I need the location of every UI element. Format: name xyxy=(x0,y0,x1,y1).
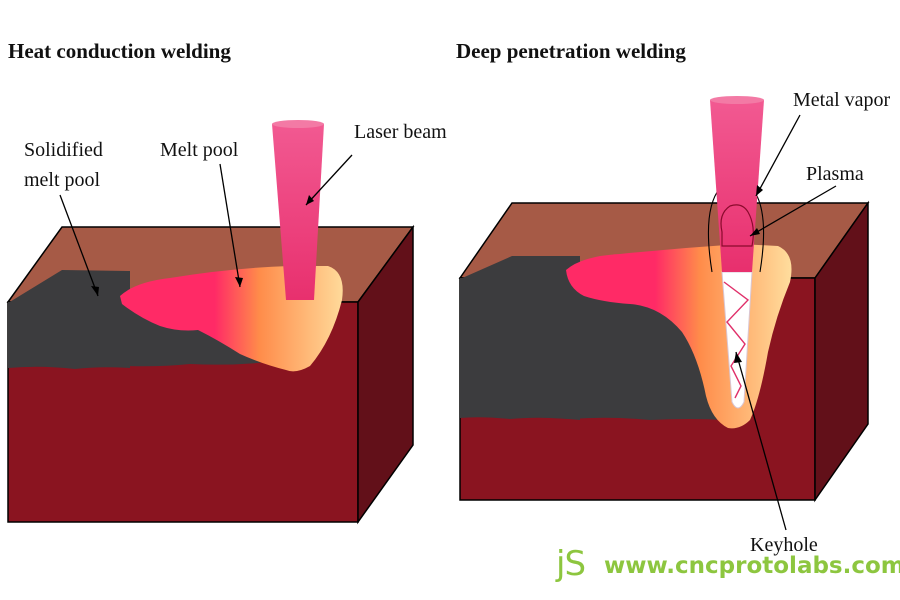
right-keyhole xyxy=(721,271,753,409)
label-solidified-line1: Solidified xyxy=(24,139,103,161)
right-keyhole-reflections xyxy=(723,281,750,399)
right-block-side xyxy=(814,200,869,503)
arrow-keyhole xyxy=(734,352,742,363)
left-workpiece-block xyxy=(6,120,415,525)
left-laser-beam xyxy=(272,124,324,300)
right-solidified-front xyxy=(460,278,726,420)
right-laser-beam xyxy=(710,100,764,272)
brand-url[interactable]: www.cncprotolabs.com xyxy=(604,553,900,579)
right-workpiece-block xyxy=(458,96,870,503)
right-labels: Metal vapor Plasma Keyhole xyxy=(734,89,891,556)
label-solidified-line2: melt pool xyxy=(24,169,101,191)
label-metal-vapor: Metal vapor xyxy=(793,89,891,111)
left-beam-top xyxy=(272,120,324,128)
arrow-melt-pool xyxy=(235,277,243,287)
right-beam-top xyxy=(710,96,764,104)
left-panel: Heat conduction welding Solidified melt … xyxy=(6,39,447,525)
arrow-laser-beam xyxy=(306,195,314,205)
right-title: Deep penetration welding xyxy=(456,39,686,63)
arrow-solidified xyxy=(91,286,99,296)
watermark: jS www.cncprotolabs.com xyxy=(556,544,900,588)
label-melt-pool: Melt pool xyxy=(160,139,239,161)
arrow-plasma xyxy=(750,228,760,236)
arrow-metal-vapor xyxy=(756,185,763,196)
leader-melt-pool xyxy=(219,163,241,288)
leader-laser-beam xyxy=(305,154,353,206)
label-plasma: Plasma xyxy=(806,163,864,185)
left-labels: Solidified melt pool Melt pool Laser bea… xyxy=(24,121,447,297)
left-title: Heat conduction welding xyxy=(8,39,231,63)
leader-keyhole xyxy=(735,351,787,531)
leader-solidified xyxy=(59,194,99,297)
leader-metal-vapor xyxy=(755,114,801,197)
leader-plasma xyxy=(749,185,837,237)
label-laser-beam: Laser beam xyxy=(354,121,447,143)
brand-logo: jS xyxy=(556,544,586,584)
label-keyhole: Keyhole xyxy=(750,534,818,556)
left-block-side xyxy=(357,224,414,525)
right-panel: Deep penetration welding Metal vapor Pla… xyxy=(456,39,891,556)
